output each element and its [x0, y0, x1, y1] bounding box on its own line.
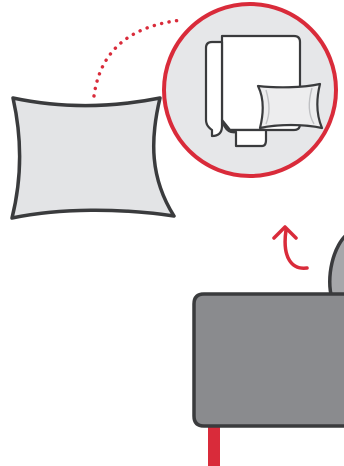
- curved-arrow-up-icon: [274, 227, 307, 268]
- sofa-cushion: [330, 232, 344, 300]
- pillow-shape: [12, 98, 174, 218]
- zoom-detail-circle: [164, 4, 336, 176]
- pillow-cover-fold: [206, 42, 222, 136]
- sofa-leg: [208, 424, 220, 466]
- sofa-body: [194, 294, 344, 426]
